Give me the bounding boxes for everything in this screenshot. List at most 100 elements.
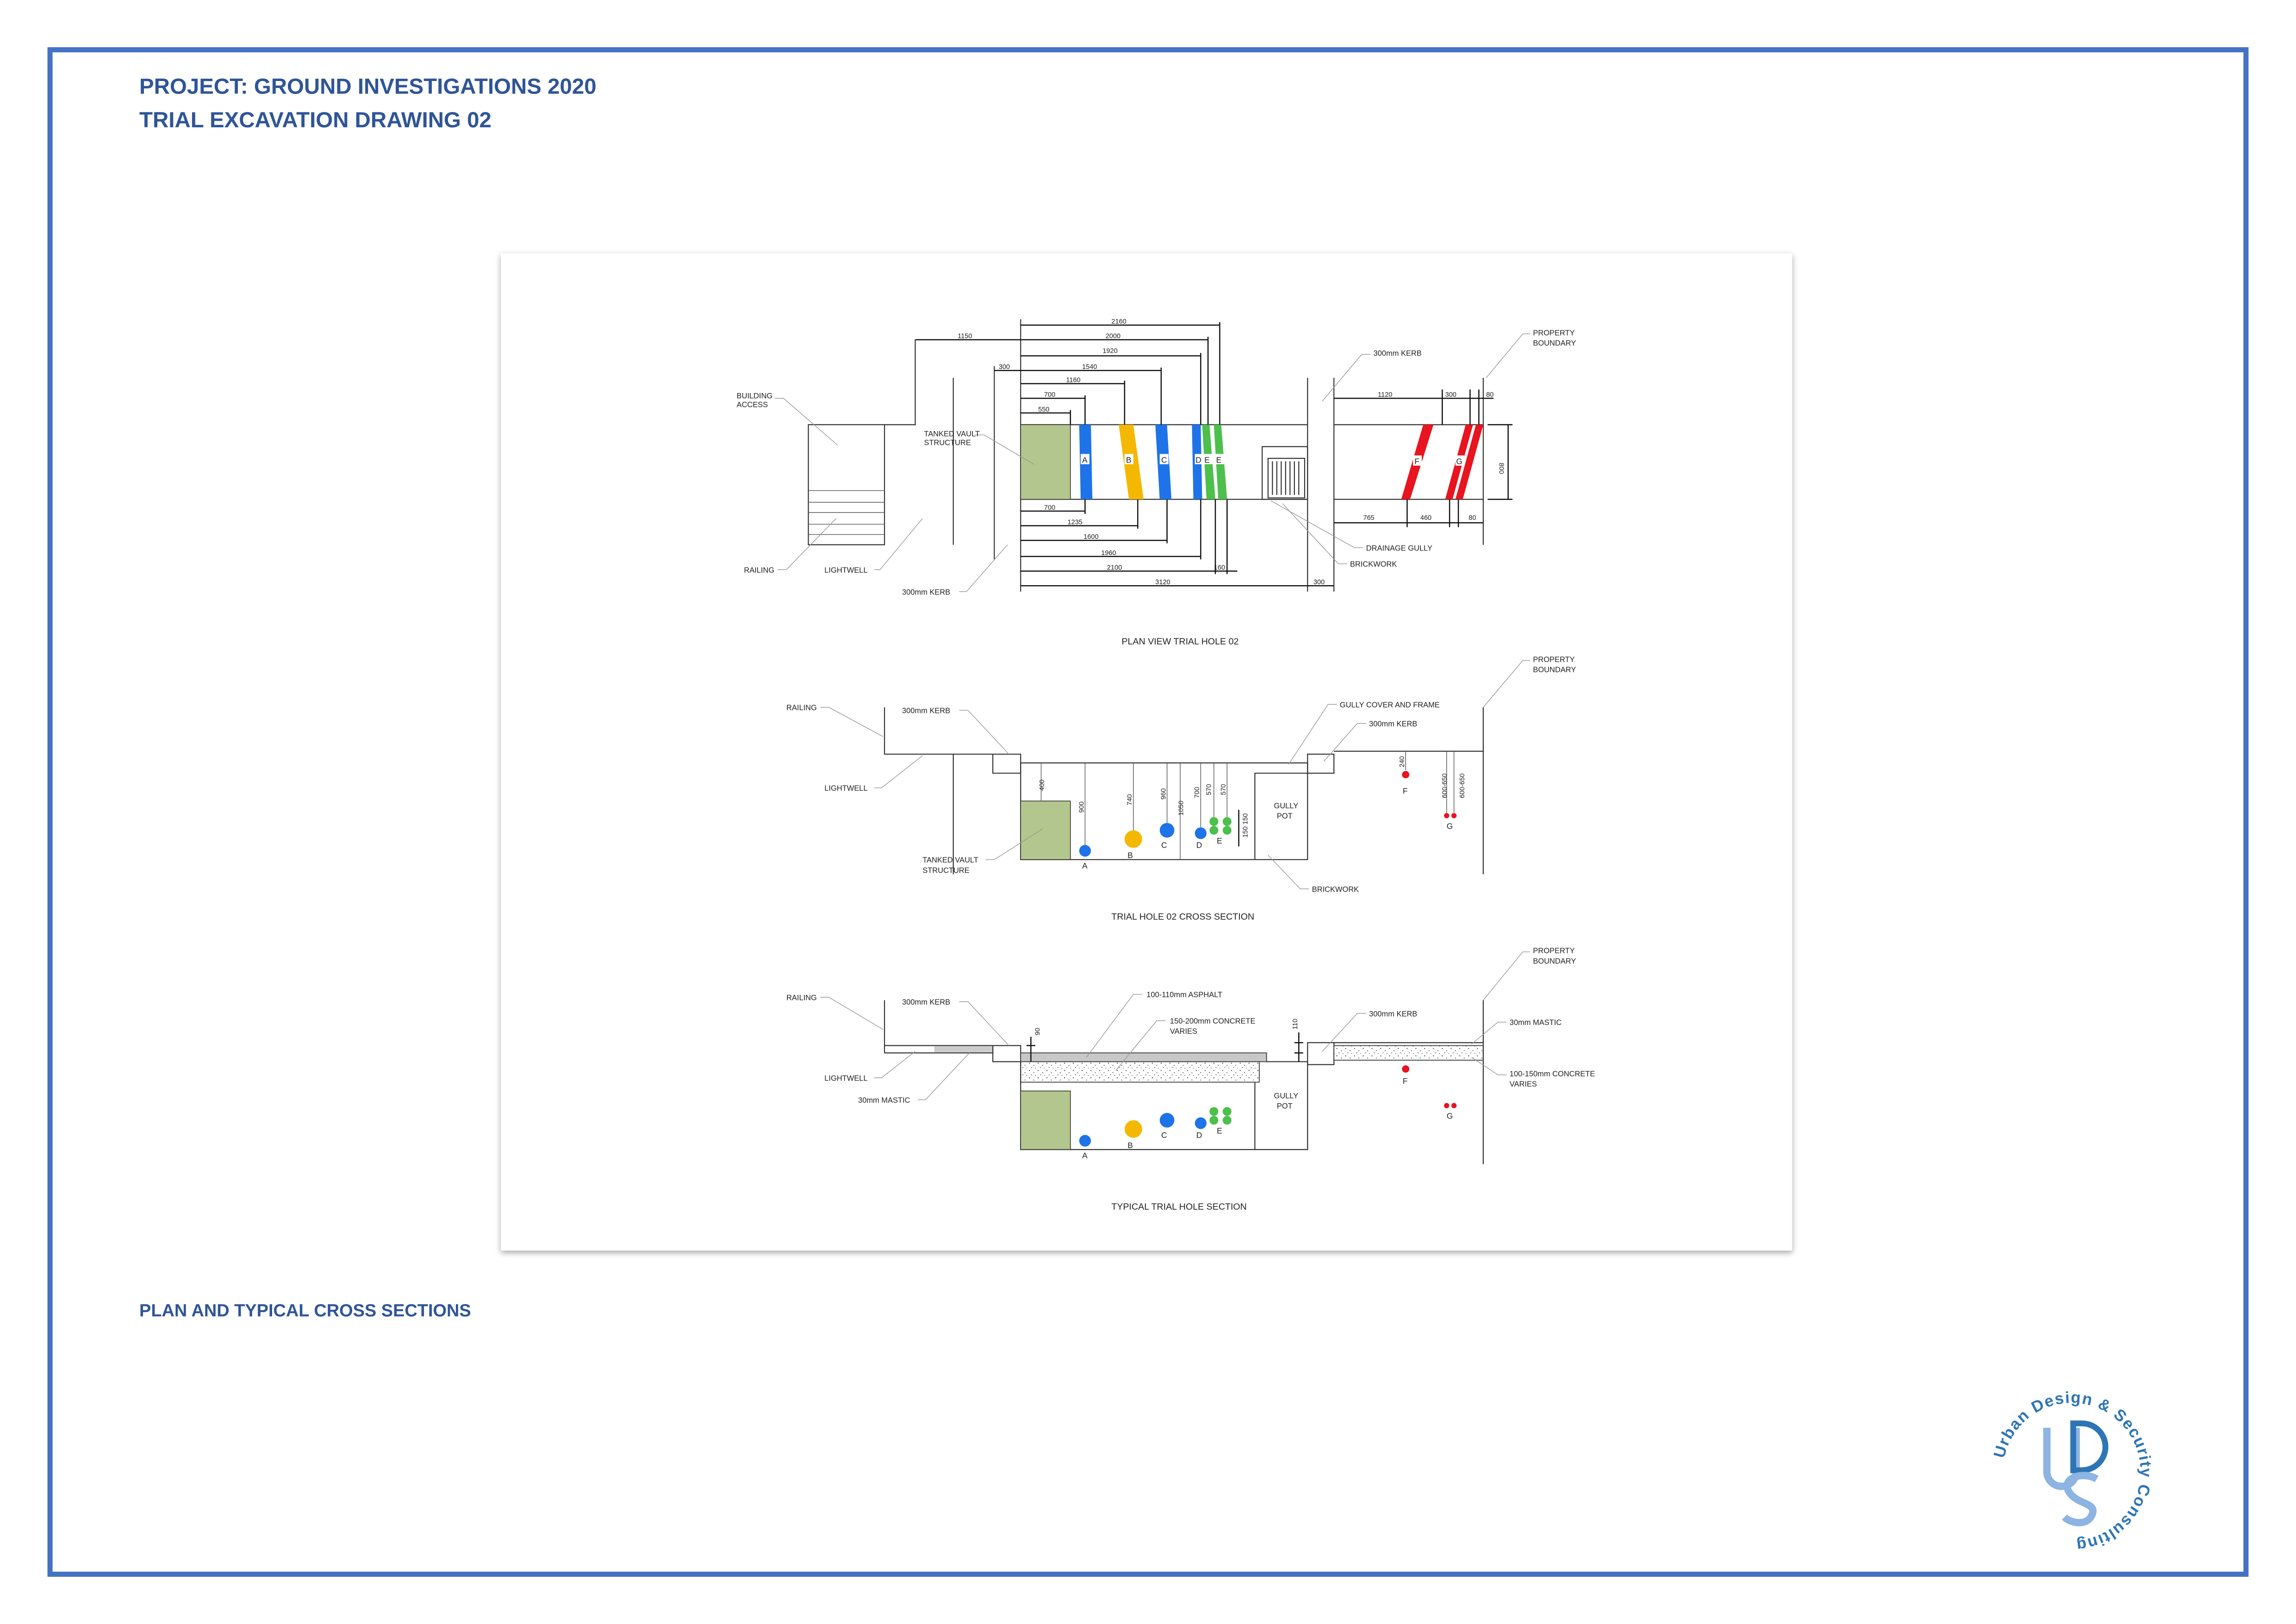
cross-section: A B C D E F G 400 900 740 960 1050 700 5…: [786, 656, 1576, 922]
service-b: [1124, 1120, 1142, 1138]
svg-text:740: 740: [1126, 794, 1134, 805]
service-g: [1444, 1103, 1457, 1108]
building-access-box: [808, 424, 885, 545]
logo-initials-mark: [2043, 1420, 2109, 1526]
label-property-boundary: PROPERTY: [1533, 329, 1574, 337]
depth-lines: [1040, 751, 1455, 860]
typical-section: A B C D E F G 90 110 RAILING 300mm KERB …: [786, 947, 1595, 1212]
dim-1160: 1160: [1066, 377, 1080, 384]
label-kerb: 300mm KERB: [1374, 350, 1422, 358]
dim-2000: 2000: [1106, 333, 1120, 340]
label-asphalt: 100-110mm ASPHALT: [1146, 991, 1222, 999]
page-border: [47, 47, 2249, 1577]
plan-leaders: [774, 333, 1531, 592]
dim-bottom: 1960: [1101, 550, 1116, 557]
dim-right: 1120: [1378, 391, 1392, 399]
service-d: [1195, 827, 1207, 839]
cross-section-leaders: [820, 660, 1531, 889]
service-label: D: [1196, 1131, 1202, 1140]
service-c: [1159, 823, 1175, 838]
dim-2160: 2160: [1111, 318, 1126, 325]
label-property-boundary: BOUNDARY: [1533, 339, 1576, 348]
step-dims: [1026, 1032, 1303, 1062]
footer-caption: PLAN AND TYPICAL CROSS SECTIONS: [139, 1301, 471, 1321]
dim-1150: 1150: [958, 333, 972, 340]
service-e: [1209, 1107, 1232, 1125]
service-f: [1402, 1065, 1410, 1073]
dim-bottom: 300: [1313, 579, 1325, 586]
tanked-vault: [1020, 800, 1071, 860]
label-vault: TANKED VAULT: [922, 856, 978, 864]
label-drainage-gully: DRAINAGE GULLY: [1366, 544, 1432, 552]
label-kerb: 300mm KERB: [902, 588, 950, 596]
service-c: [1159, 1113, 1175, 1128]
label-property-boundary: PROPERTY: [1533, 947, 1574, 955]
label-property-boundary: PROPERTY: [1533, 656, 1574, 664]
dim-right: 460: [1420, 514, 1431, 522]
service-label: C: [1161, 840, 1167, 849]
dim-bottom: 160: [1214, 564, 1225, 571]
dim-300: 300: [999, 363, 1010, 371]
label-concrete: VARIES: [1510, 1080, 1537, 1088]
dim-90: 90: [1034, 1028, 1041, 1035]
dim-800: 800: [1498, 463, 1505, 474]
svg-text:700: 700: [1194, 787, 1201, 798]
asphalt-layer: [1020, 1052, 1267, 1062]
label-vault: STRUCTURE: [922, 866, 969, 874]
svg-text:D: D: [1195, 456, 1201, 465]
label-gully-pot: GULLY: [1274, 1092, 1299, 1100]
label-lightwell: LIGHTWELL: [824, 566, 867, 575]
label-kerb: 300mm KERB: [902, 706, 950, 715]
dim-bottom: 700: [1044, 504, 1055, 512]
label-lightwell: LIGHTWELL: [824, 1074, 867, 1082]
project-title: PROJECT: GROUND INVESTIGATIONS 2020: [139, 74, 597, 99]
gully-grate-icon: [1272, 461, 1300, 495]
label-gully-pot: POT: [1277, 1102, 1293, 1111]
service-label: A: [1082, 1151, 1088, 1160]
service-label: F: [1403, 1076, 1408, 1086]
service-e: [1209, 817, 1232, 835]
svg-text:E: E: [1204, 456, 1210, 465]
label-gully-pot: GULLY: [1274, 802, 1299, 810]
svg-text:600-650: 600-650: [1441, 774, 1449, 798]
label-railing: RAILING: [786, 704, 817, 712]
cross-section-title: TRIAL HOLE 02 CROSS SECTION: [1111, 912, 1254, 922]
tanked-vault: [1020, 1090, 1071, 1150]
service-tags: A B C D E E: [1080, 454, 1224, 465]
company-logo: Urban Design & Security Consulting: [1991, 1389, 2153, 1555]
label-gully-pot: POT: [1277, 812, 1293, 820]
typical-section-leaders: [820, 951, 1531, 1100]
tanked-vault: [1020, 424, 1071, 500]
service-g: [1444, 813, 1457, 818]
concrete-layer-right: [1333, 1045, 1484, 1061]
label-kerb: 300mm KERB: [1369, 1010, 1417, 1018]
svg-text:570: 570: [1220, 784, 1227, 795]
dim-right: 765: [1363, 514, 1374, 522]
service-label: B: [1127, 1141, 1133, 1150]
service-label: A: [1082, 861, 1088, 870]
label-vault: STRUCTURE: [924, 439, 971, 447]
label-brickwork: BRICKWORK: [1350, 560, 1397, 568]
plan-dimension-lines: [915, 322, 1513, 587]
label-concrete: VARIES: [1170, 1027, 1197, 1036]
label-concrete: 150-200mm CONCRETE: [1170, 1017, 1256, 1025]
service-a: [1079, 845, 1091, 857]
typical-section-title: TYPICAL TRIAL HOLE SECTION: [1111, 1202, 1246, 1212]
svg-text:600-650: 600-650: [1459, 774, 1466, 798]
service-label: E: [1217, 1126, 1222, 1135]
svg-text:240: 240: [1399, 756, 1406, 767]
label-property-boundary: BOUNDARY: [1533, 957, 1576, 965]
service-tag-g: G: [1456, 457, 1462, 466]
depth-dims: 400 900 740 960 1050 700 570 570 150 150…: [1039, 756, 1466, 837]
label-railing: RAILING: [744, 566, 774, 575]
plan-view: A B C D E E F G 2160 2000 1920 154: [737, 318, 1576, 647]
label-kerb: 300mm KERB: [1369, 720, 1417, 728]
dim-1540: 1540: [1082, 363, 1097, 371]
dim-right: 80: [1468, 514, 1476, 522]
railing-stairs: [808, 490, 885, 535]
svg-text:A: A: [1082, 456, 1088, 465]
svg-text:400: 400: [1039, 780, 1046, 791]
label-vault: TANKED VAULT: [924, 430, 980, 438]
drawing-title: TRIAL EXCAVATION DRAWING 02: [139, 108, 492, 132]
